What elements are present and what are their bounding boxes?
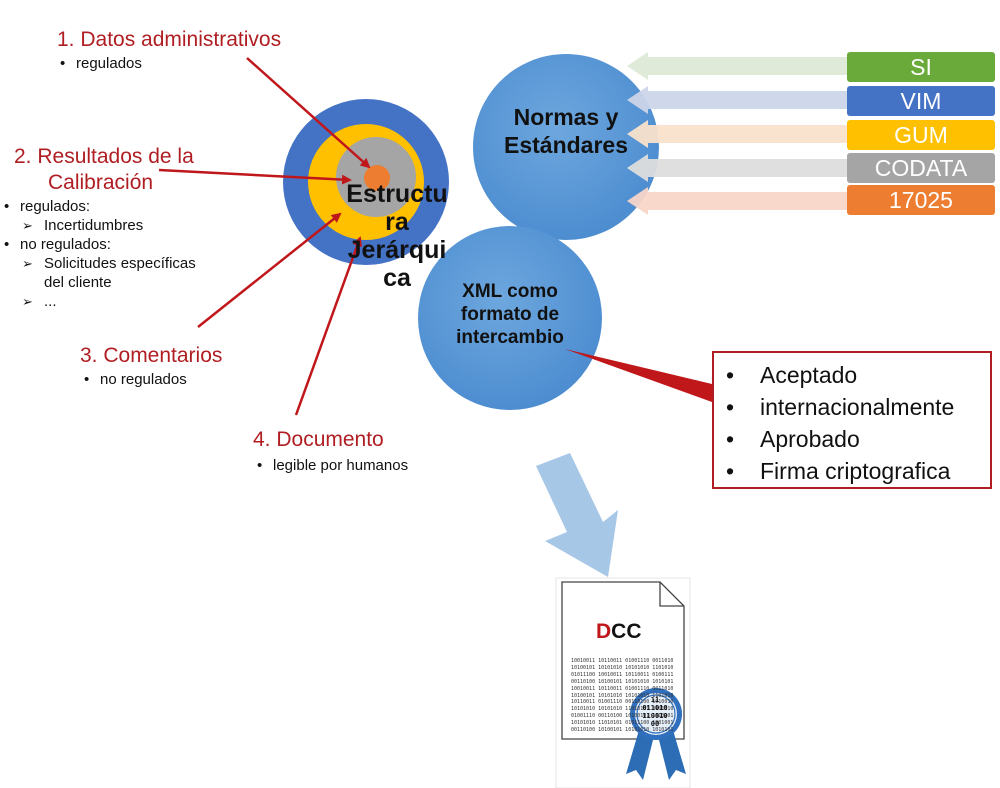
arrow-gum — [627, 120, 848, 148]
down-arrow — [536, 453, 618, 577]
datos-title: 1. Datos administrativos — [57, 28, 282, 51]
standard-vim: VIM — [847, 86, 995, 116]
arrow-vim — [627, 86, 848, 114]
comentarios-title: 3. Comentarios — [80, 344, 223, 367]
target-line-4: ca — [383, 264, 411, 292]
documento-notes: legible por humanos — [253, 456, 408, 475]
xml-bubble — [418, 226, 602, 410]
datos-notes: regulados — [56, 54, 142, 73]
resultados-title-line1: 2. Resultados de la — [14, 145, 194, 168]
certificate-seal — [626, 688, 686, 780]
callout-connector — [565, 349, 712, 402]
resultados-solicitudes: Solicitudes específicas — [0, 254, 196, 273]
documento-title: 4. Documento — [253, 428, 384, 451]
resultados-notes: regulados: Incertidumbres no regulados: … — [0, 197, 196, 311]
callout-item-firma: Firma criptografica — [714, 455, 990, 487]
target-label: Estructu ra Jerárqui ca — [322, 180, 472, 292]
seal-line-4: 00 — [650, 720, 660, 728]
arrow-si — [627, 52, 848, 80]
resultados-regulados: regulados: — [0, 197, 196, 216]
target-bullseye — [364, 165, 390, 191]
resultados-solicitudes-cont: del cliente — [44, 274, 112, 291]
arrow-documento — [294, 236, 362, 416]
target-line-2: ra — [385, 208, 409, 236]
datos-bullet: regulados — [56, 54, 142, 73]
arrow-datos — [246, 57, 371, 169]
standard-codata: CODATA — [847, 153, 995, 183]
xml-line-1: XML como — [462, 281, 558, 302]
dcc-title: DCC — [596, 620, 642, 644]
dcc-title-d: D — [596, 620, 612, 643]
target-line-1: Estructu — [346, 180, 448, 208]
standard-17025: 17025 — [847, 185, 995, 215]
seal-binary: 11 011010 110010 00 — [636, 696, 674, 728]
resultados-incertidumbres: Incertidumbres — [0, 216, 196, 235]
dcc-binary-text: 10010011 10110011 01001110 00110100 1010… — [571, 658, 673, 734]
xml-label: XML como formato de intercambio — [430, 280, 590, 349]
resultados-title-line2: Calibración — [48, 171, 154, 194]
callout-item-aprobado: Aprobado — [714, 423, 990, 455]
standard-arrows — [627, 52, 848, 215]
arrow-17025 — [627, 187, 848, 215]
standard-gum: GUM — [847, 120, 995, 150]
xml-line-2: formato de — [460, 304, 560, 325]
normas-bubble — [473, 54, 659, 240]
documento-bullet: legible por humanos — [253, 456, 408, 475]
callout-item-internacional: internacionalmente — [714, 391, 990, 423]
seal-line-1: 11 — [650, 696, 660, 704]
normas-line-1: Normas y — [513, 104, 619, 130]
arrow-resultados — [158, 168, 352, 185]
normas-line-2: Estándares — [503, 132, 628, 158]
arrow-codata — [627, 154, 848, 182]
comentarios-bullet: no regulados — [80, 370, 187, 389]
standard-si: SI — [847, 52, 995, 82]
xml-line-3: intercambio — [456, 327, 564, 348]
target-line-3: Jerárqui — [347, 236, 447, 264]
dcc-title-cc: CC — [611, 620, 642, 643]
resultados-no-regulados: no regulados: — [0, 235, 196, 254]
arrow-comentarios — [197, 212, 342, 328]
seal-line-3: 110010 — [642, 712, 668, 720]
normas-label: Normas y Estándares — [486, 103, 646, 159]
callout-item-aceptado: Aceptado — [714, 359, 990, 391]
comentarios-notes: no regulados — [80, 370, 187, 389]
xml-benefits-callout: Aceptado internacionalmente Aprobado Fir… — [712, 351, 992, 489]
resultados-ellipsis: ... — [0, 292, 196, 311]
seal-line-2: 011010 — [642, 704, 668, 712]
